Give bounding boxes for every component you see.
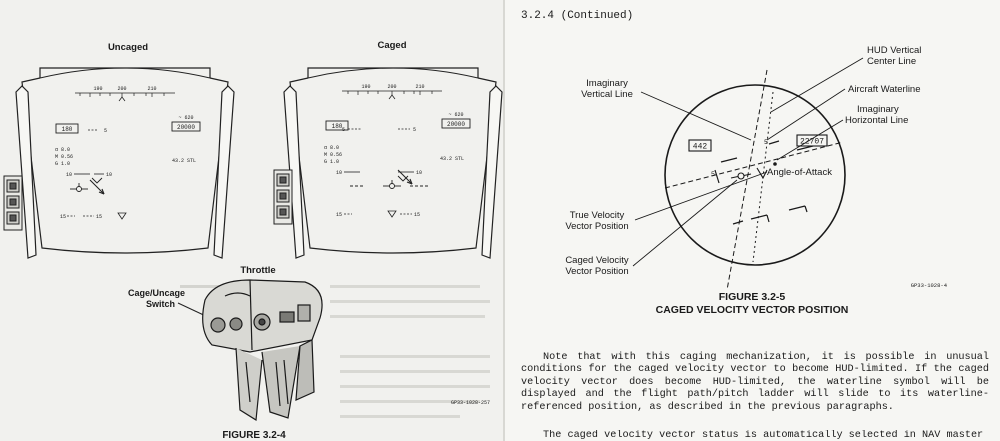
- label-true-velocity-2: Vector Position: [565, 221, 628, 232]
- left-graphic-code: GP33-1028-257: [451, 400, 490, 406]
- label-imaginary-vertical-2: Vertical Line: [581, 89, 633, 100]
- label-imaginary-horizontal-1: Imaginary: [857, 104, 899, 115]
- caged-ladder-5-right: 5: [413, 127, 416, 133]
- uncaged-ladder-15-right: 15: [96, 214, 102, 220]
- label-hud-vertical-2: Center Line: [867, 56, 916, 67]
- label-imaginary-vertical-1: Imaginary: [586, 78, 628, 89]
- switch-label-line2: Switch: [146, 299, 175, 309]
- caged-heading-200: 200: [387, 84, 396, 90]
- ladder-5-left: 5: [711, 171, 715, 178]
- figure-3-2-4: Uncaged 190 200 210 180 ~ 620 20: [3, 40, 503, 441]
- left-console-panel: [3, 175, 23, 231]
- airspeed-box: 442: [693, 143, 708, 152]
- caged-g: G 1.0: [324, 159, 339, 165]
- label-true-velocity-1: True Velocity: [570, 210, 625, 221]
- right-console-panel: [273, 169, 293, 225]
- left-page: Uncaged 190 200 210 180 ~ 620 20: [3, 40, 503, 441]
- imaginary-horizontal-line: [664, 141, 844, 189]
- label-caged-velocity-2: Vector Position: [565, 266, 628, 277]
- uncaged-altitude: 20000: [177, 124, 195, 131]
- caged-airspeed: 180: [332, 123, 343, 130]
- panel-caged-title: Caged: [377, 40, 406, 51]
- uncaged-range: 43.2 STL: [172, 158, 196, 164]
- label-aircraft-waterline: Aircraft Waterline: [848, 84, 921, 95]
- caged-ladder-5-left: 5: [342, 127, 345, 133]
- imaginary-vertical-line: [726, 69, 768, 291]
- caged-ladder-10-right: 10: [416, 170, 422, 176]
- hud-field-of-view-circle: [664, 84, 846, 266]
- caged-ladder-10-left: 10: [336, 170, 342, 176]
- panel-uncaged-title: Uncaged: [108, 42, 148, 53]
- uncaged-ladder-5: 5: [104, 128, 107, 134]
- figure-3-2-5: 442 22707 5 5 Imaginary Vertical Line HU…: [565, 45, 948, 316]
- true-velocity-vector: [773, 162, 777, 166]
- caged-altitude: 20000: [447, 121, 465, 128]
- label-angle-of-attack: Angle-of-Attack: [767, 167, 832, 178]
- right-graphic-code: GP33-1028-4: [911, 282, 948, 289]
- caged-ladder-15-right: 15: [414, 212, 420, 218]
- caged-ladder-15-left: 15: [336, 212, 342, 218]
- uncaged-ladder-15-left: 15: [60, 214, 66, 220]
- throttle-illustration: [202, 279, 323, 422]
- paragraph-1: Note that with this caging mechanization…: [521, 352, 989, 413]
- caged-alpha: α 8.0: [324, 145, 339, 151]
- uncaged-mach: M 0.56: [55, 154, 73, 160]
- caged-mach: M 0.56: [324, 152, 342, 158]
- label-hud-vertical-1: HUD Vertical: [867, 45, 921, 56]
- uncaged-g: G 1.0: [55, 161, 70, 167]
- uncaged-altitude-readout: ~ 620: [178, 115, 193, 121]
- figure-3-2-5-subtitle: CAGED VELOCITY VECTOR POSITION: [656, 304, 849, 316]
- caged-altitude-readout: ~ 620: [448, 112, 463, 118]
- uncaged-hud: Uncaged 190 200 210 180 ~ 620 20: [15, 42, 235, 259]
- heading-210: 210: [147, 86, 156, 92]
- figure-3-2-4-title: FIGURE 3.2-4: [222, 430, 286, 441]
- uncaged-ladder-10-right: 10: [106, 172, 112, 178]
- section-heading: 3.2.4 (Continued): [521, 10, 634, 22]
- uncaged-alpha: α 8.0: [55, 147, 70, 153]
- caged-heading-190: 190: [361, 84, 370, 90]
- uncaged-airspeed: 180: [62, 126, 73, 133]
- heading-200: 200: [117, 86, 126, 92]
- uncaged-ladder-10-left: 10: [66, 172, 72, 178]
- caged-hud: Caged 190 200 210 180 ~ 620 20000 5: [283, 40, 503, 259]
- switch-label-line1: Cage/Uncage: [128, 288, 185, 298]
- label-caged-velocity-1: Caged Velocity: [565, 255, 629, 266]
- label-imaginary-horizontal-2: Horizontal Line: [845, 115, 908, 126]
- caged-heading-210: 210: [415, 84, 424, 90]
- page-spine: [503, 0, 506, 441]
- ladder-5-right: 5: [764, 139, 768, 146]
- figure-3-2-5-title: FIGURE 3.2-5: [719, 291, 786, 303]
- caged-velocity-vector: [737, 172, 745, 180]
- throttle-label: Throttle: [240, 265, 275, 276]
- altitude-box: 22707: [800, 138, 824, 147]
- caged-range: 43.2 STL: [440, 156, 464, 162]
- right-page: 3.2.4 (Continued) 442 22707 5 5: [505, 0, 1000, 441]
- paragraph-2: The caged velocity vector status is auto…: [543, 430, 984, 441]
- heading-190: 190: [93, 86, 102, 92]
